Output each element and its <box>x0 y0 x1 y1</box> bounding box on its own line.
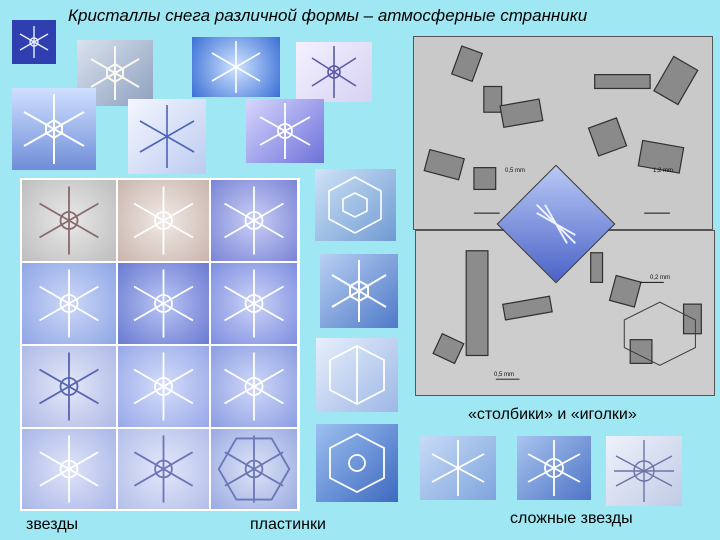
complex-star-photo-2 <box>517 436 591 500</box>
needle-crystal-photo <box>496 164 616 284</box>
snowflake-tile-small-icon <box>12 20 56 64</box>
plate-crystal-photo-1 <box>315 169 396 241</box>
snowflake-photo-3 <box>296 42 372 102</box>
plate-crystal-photo-3 <box>316 338 398 412</box>
plate-crystal-photo-2 <box>320 254 398 328</box>
snowflake-photo-5 <box>128 99 206 174</box>
scale-label: 0,5 mm <box>505 168 526 174</box>
star-snowflake-photo <box>22 180 116 261</box>
needles-micrograph-bottom <box>415 230 715 396</box>
star-snowflake-photo <box>211 180 297 261</box>
scale-label: 0,5 mm <box>494 372 515 378</box>
snowflake-photo-4 <box>12 88 96 170</box>
star-snowflake-photo <box>211 429 297 509</box>
star-snowflake-photo <box>211 346 297 427</box>
star-snowflake-photo <box>118 346 209 427</box>
scale-label: 0,2 mm <box>650 275 671 281</box>
star-snowflake-photo <box>211 263 297 344</box>
caption-columns-needles: «столбики» и «иголки» <box>468 406 637 423</box>
complex-star-photo-1 <box>420 436 496 500</box>
complex-star-photo-3 <box>606 436 682 506</box>
scale-label: 1,2 mm <box>653 168 674 174</box>
star-snowflake-photo <box>118 429 209 509</box>
star-snowflake-photo <box>118 263 209 344</box>
star-snowflake-photo <box>22 346 116 427</box>
snowflake-photo-6 <box>246 99 324 163</box>
caption-stars: звезды <box>26 516 79 533</box>
star-snowflake-photo <box>118 180 209 261</box>
caption-complex-stars: сложные звезды <box>510 510 633 527</box>
snowflake-photo-2 <box>192 37 280 97</box>
slide-title: Кристаллы снега различной формы – атмосф… <box>68 6 588 25</box>
star-snowflake-photo <box>22 263 116 344</box>
caption-plates: пластинки <box>250 516 326 533</box>
star-snowflake-photo <box>22 429 116 509</box>
plate-crystal-photo-4 <box>316 424 398 502</box>
